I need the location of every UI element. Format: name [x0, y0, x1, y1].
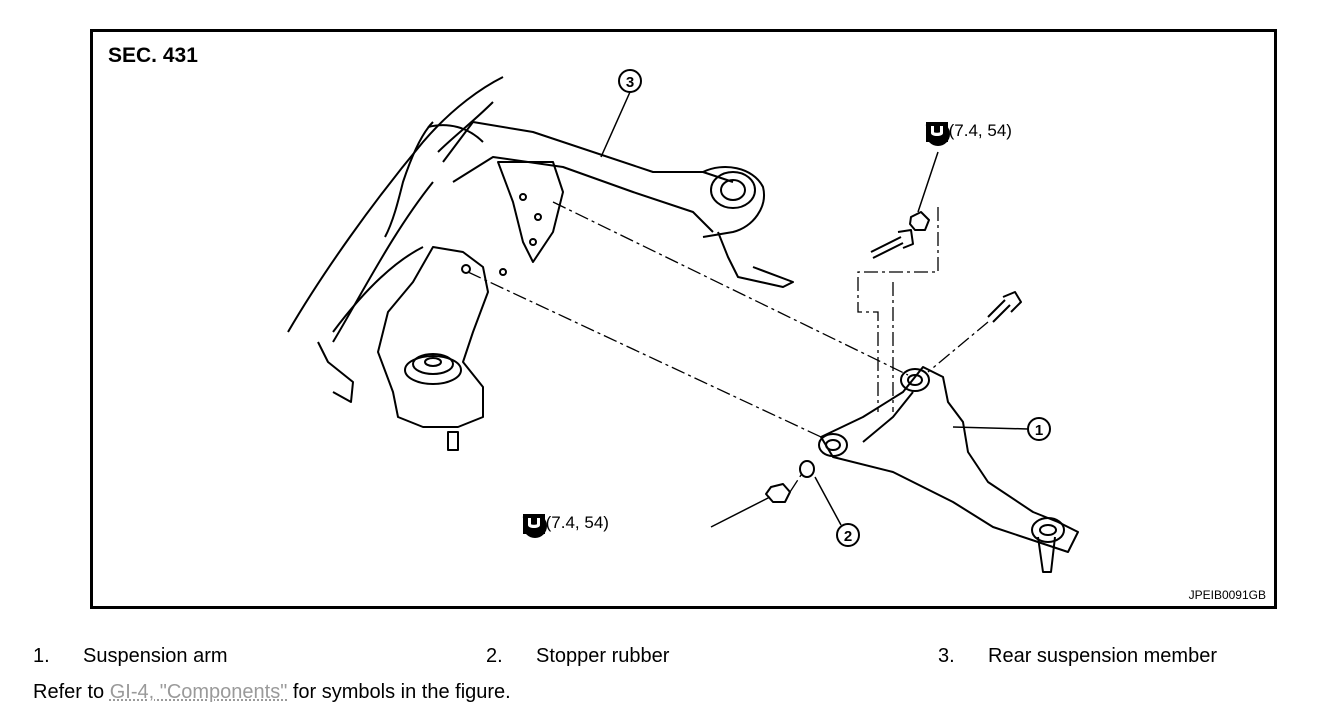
section-label: SEC. 431 — [108, 44, 198, 67]
align-line-upper — [552, 201, 909, 376]
refer-suffix: for symbols in the figure. — [287, 681, 511, 703]
legend-num: 2. — [486, 645, 503, 667]
arm-body — [820, 366, 1079, 553]
figure-id: JPEIB0091GB — [1188, 588, 1266, 602]
components-link[interactable]: GI-4, "Components" — [109, 681, 288, 703]
legend-num: 1. — [33, 645, 50, 667]
member-outer-left — [287, 76, 504, 333]
legend-item-3: 3. Rear suspension member — [938, 645, 1217, 668]
member-top-beam — [442, 121, 734, 183]
suspension-illustration: 3 1 2 — [287, 69, 1079, 573]
nut-lower — [765, 483, 791, 503]
legend-label: Suspension arm — [83, 645, 228, 667]
legend-item-1: 1. Suspension arm — [33, 645, 228, 668]
legend-label: Stopper rubber — [536, 645, 670, 667]
torque-spec-bottom: 73 (7.4, 54) — [522, 513, 609, 538]
align-line-nut — [789, 471, 804, 493]
legend-item-2: 2. Stopper rubber — [486, 645, 669, 668]
member-left-foot — [317, 341, 354, 403]
member-left-edge — [332, 246, 424, 333]
bolt-right — [987, 291, 1022, 323]
callout-2 — [836, 523, 860, 547]
wrench-torque-icon — [523, 514, 545, 534]
torque-spec-top: 73 (7.4, 54) — [925, 121, 1012, 146]
legend-num: 3. — [938, 645, 955, 667]
callout-2-text: 2 — [844, 528, 852, 545]
diagram-frame: SEC. 431 — [90, 29, 1277, 609]
wrench-torque-icon — [926, 122, 948, 142]
member-right-boss — [702, 166, 765, 238]
legend-label: Rear suspension member — [988, 645, 1217, 667]
member-center-plate — [497, 161, 564, 263]
member-curve-2 — [332, 181, 434, 343]
arm-ball-stud — [1037, 536, 1056, 573]
bracket-top — [857, 207, 939, 412]
nut-top — [909, 211, 930, 231]
refer-note: Refer to GI-4, "Components" for symbols … — [33, 681, 511, 704]
callout-1-text: 1 — [1035, 422, 1043, 439]
member-right-bracket — [717, 231, 794, 288]
arm-inner-edge — [862, 391, 914, 443]
align-line-lower — [467, 271, 822, 438]
member-upper-arc — [384, 121, 434, 238]
member-top-edge — [427, 101, 494, 153]
refer-prefix: Refer to — [33, 681, 110, 703]
callout-3-text: 3 — [626, 74, 634, 91]
member-beam-lower — [452, 156, 714, 233]
member-left-stud — [447, 431, 459, 451]
align-line-bolt — [927, 321, 989, 373]
bolt-top — [870, 229, 914, 259]
